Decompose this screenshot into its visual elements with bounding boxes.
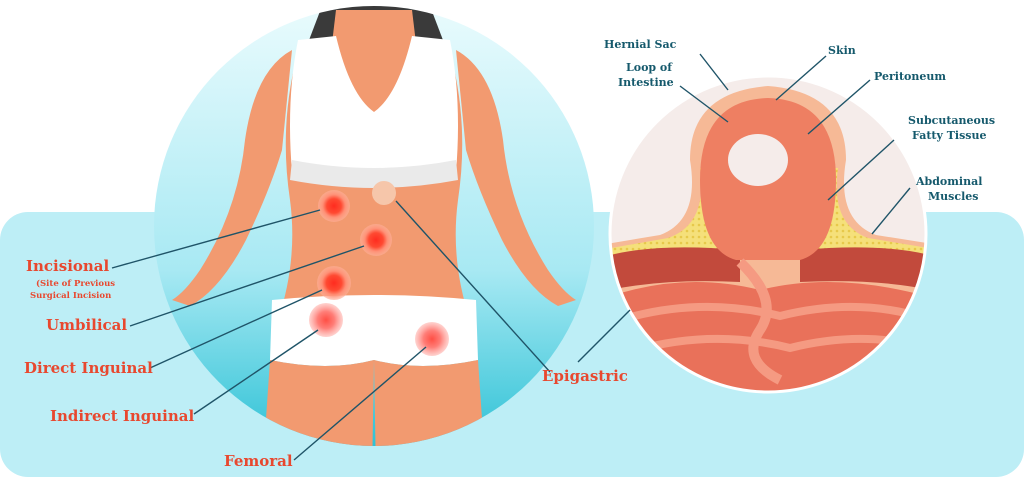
subcutaneous-leader — [827, 139, 895, 201]
umbilical-leader — [129, 245, 365, 327]
indirect-inguinal-spot — [309, 303, 343, 337]
direct-inguinal-leader — [149, 289, 323, 369]
loop-of-intestine-leader — [679, 85, 729, 123]
incisional-note-line1: (Site of Previous — [36, 278, 115, 289]
loop-of-intestine-label-1: Loop of — [626, 61, 673, 74]
indirect-inguinal-label: Indirect Inguinal — [50, 407, 194, 425]
hernial-sac-label: Hernial Sac — [604, 38, 677, 51]
direct-inguinal-spot — [317, 266, 351, 300]
loop-of-intestine-label-2: Intestine — [618, 76, 674, 89]
subcutaneous-label-1: Subcutaneous — [908, 114, 995, 127]
umbilical-label: Umbilical — [46, 316, 127, 334]
femoral-label: Femoral — [224, 452, 293, 470]
incisional-label: Incisional — [26, 257, 110, 275]
cross-section — [608, 74, 928, 394]
direct-inguinal-label: Direct Inguinal — [24, 359, 153, 377]
abdominal-muscles-leader — [871, 187, 911, 235]
epigastric-spot — [372, 181, 396, 205]
incisional-leader — [111, 209, 321, 269]
abdominal-label-1: Abdominal — [915, 175, 982, 188]
femoral-spot — [415, 322, 449, 356]
umbilical-spot — [360, 224, 392, 256]
epigastric-leader-2 — [577, 309, 631, 363]
peritoneum-label: Peritoneum — [874, 70, 946, 83]
incisional-note-line2: Surgical Incision — [30, 291, 111, 301]
epigastric-label: Epigastric — [542, 367, 628, 385]
skin-label: Skin — [828, 44, 856, 57]
skin-leader — [775, 55, 827, 101]
subcutaneous-label-2: Fatty Tissue — [912, 129, 986, 142]
peritoneum-leader — [807, 79, 871, 135]
incisional-spot — [318, 190, 350, 222]
hernial-sac-leader — [699, 53, 729, 91]
abdominal-label-2: Muscles — [928, 190, 978, 203]
indirect-inguinal-leader — [193, 329, 319, 415]
femoral-leader — [293, 346, 427, 461]
epigastric-leader — [395, 200, 551, 373]
